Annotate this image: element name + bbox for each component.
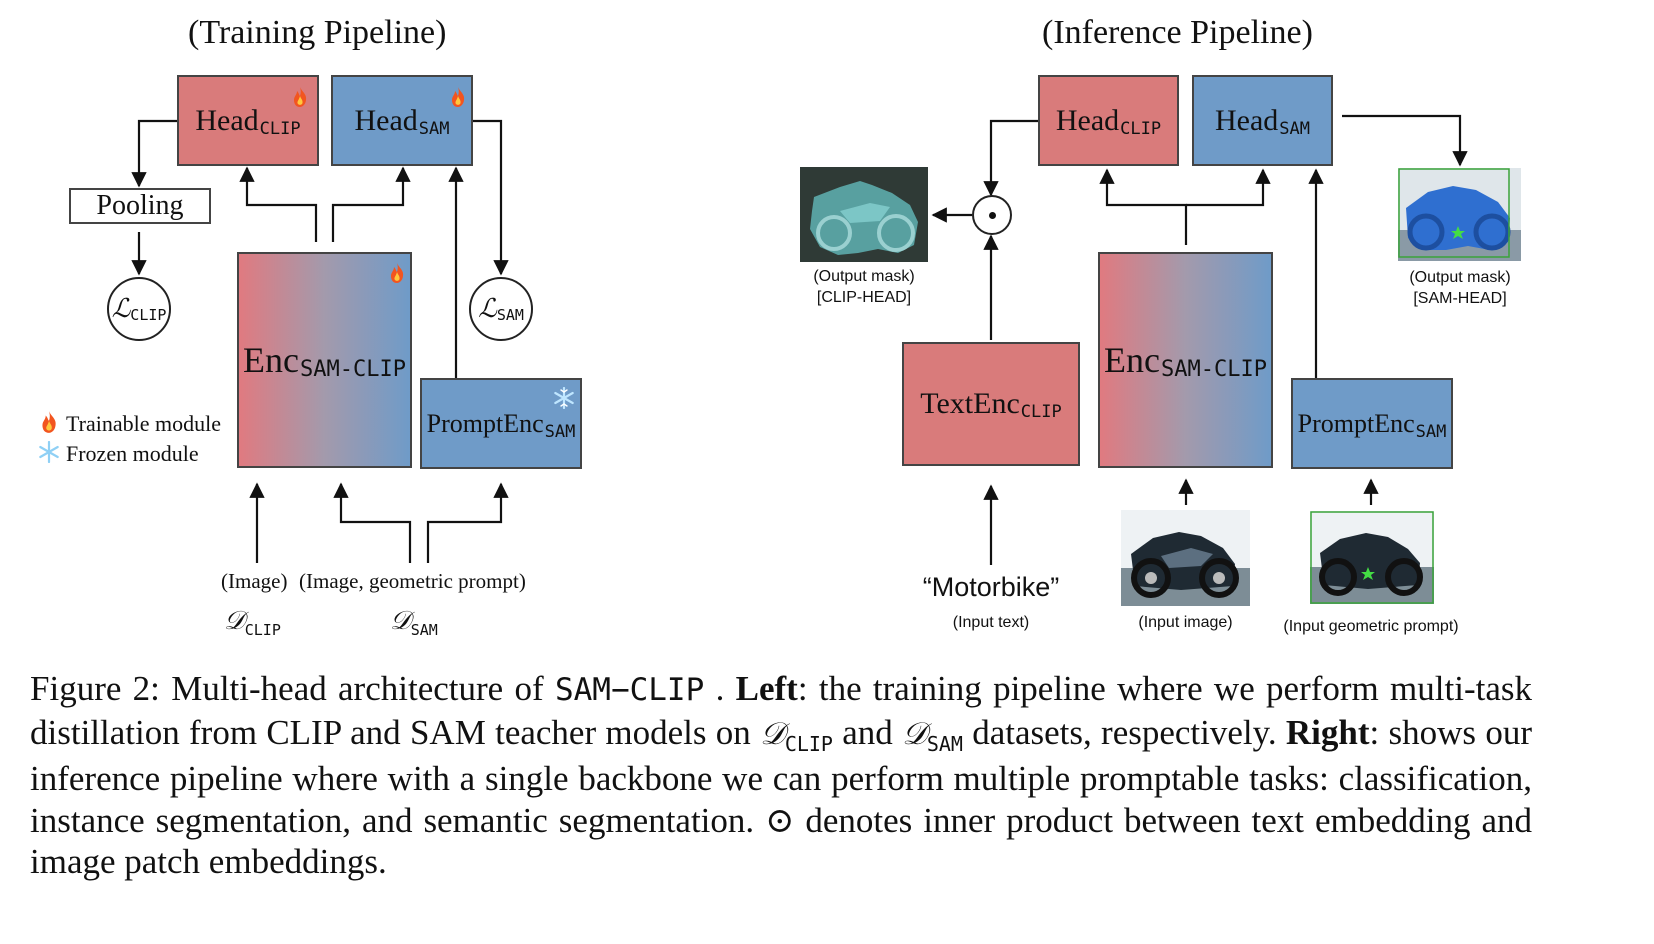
caption-text-6: : shows our inference pipeline where wit…: [30, 712, 1532, 882]
head-sam-label: Head: [1214, 103, 1279, 137]
arrow-enc-headsam-r: [1186, 168, 1271, 207]
prompt-enc-label: PromptEnc: [426, 408, 544, 438]
arrow-headclip-pooling: [131, 119, 177, 188]
caption-text-5: datasets, respectively.: [962, 712, 1286, 752]
head-sam-sub: SAM: [418, 118, 450, 139]
pooling-box: Pooling: [69, 188, 211, 224]
encoder-sub: SAM-CLIP: [300, 356, 406, 382]
caption-dataset-clip-sub: CLIP: [784, 731, 833, 756]
loss-sam-sub: SAM: [496, 306, 524, 324]
caption-dataset-sam-sub: SAM: [926, 731, 963, 756]
legend-trainable: Trainable module: [66, 411, 221, 436]
dataset-sam-sub: SAM: [410, 621, 438, 639]
fire-icon: [294, 87, 307, 107]
input-geometric-prompt-thumbnail: [1310, 511, 1434, 604]
inference-pipeline-title: (Inference Pipeline): [1042, 14, 1313, 51]
caption-text-1: Multi-head architecture of: [159, 669, 555, 708]
loss-clip-sub: CLIP: [130, 306, 167, 324]
head-clip-sub: CLIP: [259, 118, 301, 139]
figure-caption: Figure 2: Multi-head architecture of SAM…: [30, 668, 1532, 883]
prompt-enc-sub: SAM: [1415, 421, 1447, 442]
input-image-prompt-label: (Image, geometric prompt): [299, 569, 526, 593]
caption-dataset-clip-symbol: 𝒟: [760, 715, 785, 752]
output-mask-sam-image: [1398, 168, 1521, 261]
fire-icon: [391, 263, 404, 283]
motorbike-prompt-photo-icon: [1310, 511, 1434, 604]
dataset-sam: 𝒟SAM: [390, 606, 438, 639]
encoder-label: Enc: [243, 340, 299, 380]
input-image-caption: (Input image): [1138, 614, 1233, 631]
input-text-value: “Motorbike”: [922, 572, 1060, 602]
arrow-headsam-outmask: [1342, 114, 1468, 167]
output-mask-clip-image: [800, 167, 928, 262]
prompt-enc-sub: SAM: [544, 421, 576, 442]
snowflake-icon: [554, 387, 574, 409]
output-mask-clip-line2: [CLIP-HEAD]: [816, 289, 912, 306]
dot-icon: [988, 211, 996, 219]
motorbike-photo-icon: [1121, 510, 1250, 606]
dataset-sam-symbol: 𝒟: [390, 606, 411, 636]
output-mask-sam-line2: [SAM-HEAD]: [1413, 290, 1507, 307]
snowflake-icon: [39, 441, 59, 463]
output-mask-sam-line1: (Output mask): [1409, 269, 1511, 286]
model-name: SAM−CLIP: [554, 672, 705, 708]
pooling-label: Pooling: [96, 190, 184, 221]
arrow-imgprompt-prompt: [426, 482, 509, 563]
input-text-caption: (Input text): [952, 614, 1030, 631]
output-mask-clip-line1: (Output mask): [813, 268, 915, 285]
caption-right-bold: Right: [1285, 712, 1370, 752]
text-enc-sub: CLIP: [1020, 402, 1062, 422]
head-clip-label: Head: [1055, 103, 1120, 137]
dataset-clip: 𝒟CLIP: [224, 606, 281, 639]
figure-number: Figure 2:: [30, 669, 160, 708]
encoder-sub: SAM-CLIP: [1161, 356, 1267, 382]
caption-dataset-sam-symbol: 𝒟: [902, 715, 927, 752]
arrow-headsam-lsam: [473, 119, 509, 276]
arrow-enc-headclip: [239, 166, 318, 242]
text-enc-label: TextEnc: [920, 387, 1020, 420]
input-image-thumbnail: [1121, 510, 1250, 606]
head-sam-label: Head: [354, 103, 418, 137]
dataset-clip-symbol: 𝒟: [224, 606, 245, 636]
caption-left-bold: Left: [735, 669, 798, 708]
output-mask-sam-caption: (Output mask) [SAM-HEAD]: [1396, 267, 1524, 309]
input-image-label: (Image): [221, 569, 288, 593]
caption-text-4: and: [832, 712, 903, 752]
prompt-enc-label: PromptEnc: [1297, 408, 1415, 438]
arrow-enc-headsam: [331, 166, 411, 242]
dataset-clip-sub: CLIP: [244, 621, 281, 639]
head-sam-sub: SAM: [1279, 118, 1310, 139]
input-geometric-prompt-caption: (Input geometric prompt): [1283, 618, 1459, 635]
loss-clip-symbol: ℒ: [111, 294, 131, 324]
arrow-imgprompt-enc: [333, 482, 412, 563]
fire-icon: [452, 87, 465, 107]
arrow-headclip-dot: [983, 119, 1038, 197]
fire-icon: [42, 411, 56, 433]
output-mask-clip-caption: (Output mask) [CLIP-HEAD]: [800, 266, 928, 308]
encoder-label: Enc: [1104, 340, 1160, 380]
motorbike-mask-sam-icon: [1398, 168, 1521, 261]
head-clip-sub: CLIP: [1120, 118, 1162, 139]
motorbike-mask-clip-icon: [800, 167, 928, 262]
caption-text-3: : the training pipeline where we perform…: [30, 669, 1532, 752]
caption-text-2: .: [704, 669, 736, 708]
training-pipeline-title: (Training Pipeline): [188, 14, 447, 51]
head-clip-label: Head: [195, 103, 259, 137]
arrow-enc-headclip-r: [1099, 168, 1188, 245]
legend-frozen: Frozen module: [66, 441, 199, 466]
inner-product-node: [972, 195, 1012, 235]
loss-sam-symbol: ℒ: [478, 294, 497, 324]
